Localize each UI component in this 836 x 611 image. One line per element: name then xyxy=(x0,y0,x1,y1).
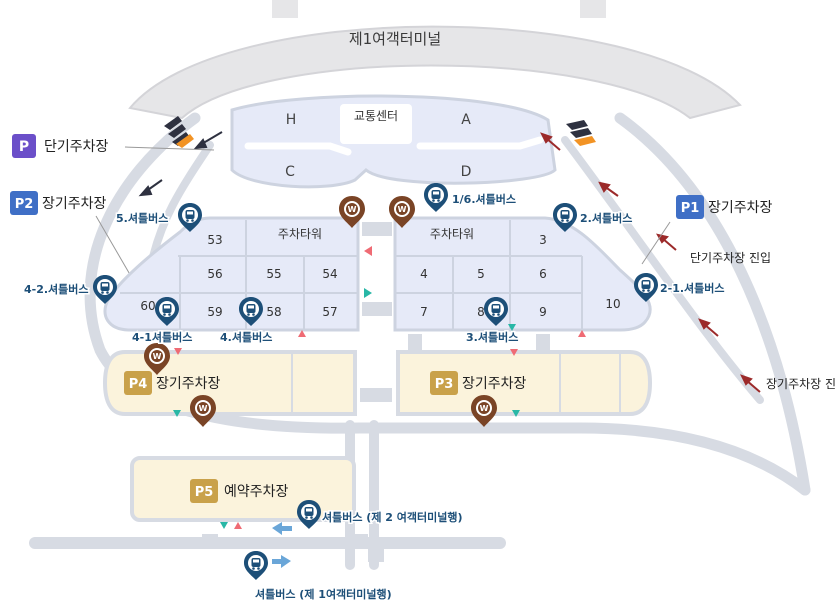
gate-d: D xyxy=(461,164,472,180)
block-5: 5 xyxy=(477,267,485,281)
direction-arrow-icon-red xyxy=(540,132,761,393)
callout-lines xyxy=(95,146,671,279)
crosswalks xyxy=(202,222,550,562)
label-p4: 장기주차장 xyxy=(156,376,221,392)
entry-markers xyxy=(173,246,586,529)
bus-stop-pin-icon[interactable] xyxy=(244,551,268,580)
shuttle-label-t2: 셔틀버스 (제 2 여객터미널행) xyxy=(322,510,463,524)
badge-p4-text: P4 xyxy=(129,377,148,392)
shuttle-label-1-6: 1/6.셔틀버스 xyxy=(452,192,516,206)
cafe-pin-icon[interactable] xyxy=(471,395,497,427)
block-3: 3 xyxy=(539,233,547,247)
terminal-title: 제1여객터미널 xyxy=(349,30,441,48)
shuttle-label-3: 3.셔틀버스 xyxy=(466,330,518,344)
label-long-entry: 장기주차장 진 xyxy=(766,377,836,391)
gate-h: H xyxy=(286,112,297,128)
badge-p-short-text: P xyxy=(19,139,29,155)
block-9: 9 xyxy=(539,305,547,319)
block-7: 7 xyxy=(420,305,428,319)
block-tower-right: 주차타워 xyxy=(430,227,474,241)
shuttle-label-2-1: 2-1.셔틀버스 xyxy=(660,281,725,295)
block-10: 10 xyxy=(605,297,620,311)
badge-p5 xyxy=(190,479,218,503)
badge-p5-text: P5 xyxy=(195,485,214,500)
block-6: 6 xyxy=(539,267,547,281)
shuttle-label-t1: 셔틀버스 (제 1여객터미널행) xyxy=(255,587,392,601)
lot-p5 xyxy=(130,456,356,522)
transport-center-box xyxy=(340,104,412,144)
direction-arrow-icon xyxy=(138,131,223,197)
lot-p3 xyxy=(396,350,653,416)
badge-p2-text: P2 xyxy=(15,197,34,212)
label-p5: 예약주차장 xyxy=(224,484,289,500)
direction-arrow-icon-blue-right xyxy=(272,555,291,568)
gate-c: C xyxy=(285,164,295,180)
block-58: 58 xyxy=(266,305,281,319)
direction-chevron-icon-left xyxy=(164,116,194,148)
block-54: 54 xyxy=(322,267,337,281)
block-55: 55 xyxy=(266,267,281,281)
badge-p-short xyxy=(12,134,36,158)
block-60: 60 xyxy=(140,299,155,313)
parking-grid-left xyxy=(120,220,358,330)
label-p-short: 단기주차장 xyxy=(44,139,109,155)
label-p3: 장기주차장 xyxy=(462,376,527,392)
terminal-building xyxy=(128,25,742,120)
shuttle-label-2: 2.셔틀버스 xyxy=(580,211,632,225)
parking-grid-right xyxy=(395,220,583,330)
badge-p3 xyxy=(430,371,458,395)
direction-chevron-icon-right xyxy=(566,120,596,146)
badge-p1-text: P1 xyxy=(681,201,700,216)
block-8: 8 xyxy=(477,305,485,319)
gate-a: A xyxy=(461,112,471,128)
block-4: 4 xyxy=(420,267,428,281)
label-p2: 장기주차장 xyxy=(42,196,107,212)
direction-arrow-icon-blue-left xyxy=(272,522,292,535)
badge-p1 xyxy=(676,195,704,219)
shuttle-label-5: 5.셔틀버스 xyxy=(116,211,168,225)
block-56: 56 xyxy=(207,267,222,281)
gate-dividers xyxy=(244,136,544,156)
badge-p3-text: P3 xyxy=(435,377,454,392)
block-tower-left: 주차타워 xyxy=(278,227,322,241)
block-57: 57 xyxy=(322,305,337,319)
terminal-spine xyxy=(272,0,606,18)
shuttle-label-4-1: 4-1셔틀버스 xyxy=(132,330,192,344)
shuttle-label-4-2: 4-2.셔틀버스 xyxy=(24,282,89,296)
transport-center-label: 교통센터 xyxy=(354,109,398,123)
bus-stop-pin-icon[interactable] xyxy=(297,500,321,529)
label-p1: 장기주차장 xyxy=(708,200,773,216)
badge-p2 xyxy=(10,191,38,215)
shuttle-label-4: 4.셔틀버스 xyxy=(220,330,272,344)
block-53: 53 xyxy=(207,233,222,247)
bus-stop-pin-icon[interactable] xyxy=(424,183,448,212)
label-short-entry: 단기주차장 진입 xyxy=(690,251,771,265)
badge-p4 xyxy=(124,371,152,395)
block-59: 59 xyxy=(207,305,222,319)
